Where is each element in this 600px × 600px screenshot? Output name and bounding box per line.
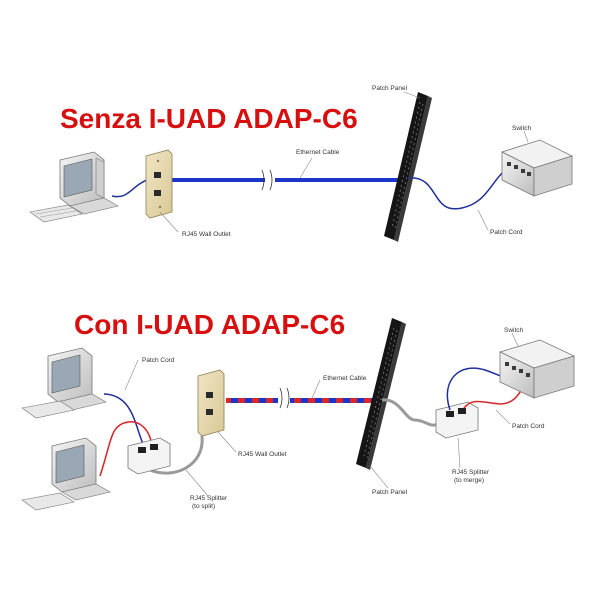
bottom-label-wall-outlet: RJ45 Wall Outlet bbox=[238, 451, 287, 458]
bottom-label-patch-cord-left: Patch Cord bbox=[142, 357, 175, 364]
top-label-wall-outlet: RJ45 Wall Outlet bbox=[182, 231, 231, 238]
bottom-section: Con I-UAD ADAP-C6 bbox=[21, 309, 576, 511]
bottom-label-splitter-left-note: (to split) bbox=[192, 503, 215, 510]
top-section: Senza I-UAD ADAP-C6 bbox=[29, 85, 574, 242]
bottom-computer-1-icon bbox=[21, 347, 107, 419]
bottom-label-splitter-left: RJ45 Splitter bbox=[190, 495, 228, 502]
top-switch-icon bbox=[500, 139, 574, 197]
bottom-label-switch: Switch bbox=[504, 327, 524, 334]
top-label-switch: Switch bbox=[512, 125, 532, 132]
top-label-patch-cord: Patch Cord bbox=[490, 229, 523, 236]
bottom-switch-icon bbox=[498, 339, 576, 399]
bottom-label-patch-panel: Patch Panel bbox=[372, 489, 408, 496]
bottom-label-splitter-right-note: (to merge) bbox=[454, 477, 484, 484]
top-wall-outlet-icon bbox=[145, 149, 173, 219]
bottom-label-ethernet-cable: Ethernet Cable bbox=[323, 375, 367, 382]
bottom-heading: Con I-UAD ADAP-C6 bbox=[74, 309, 345, 340]
bottom-right-splitter-icon bbox=[435, 401, 479, 439]
bottom-label-splitter-right: RJ45 Splitter bbox=[452, 469, 490, 476]
bottom-patch-panel-icon bbox=[356, 318, 406, 470]
bottom-label-patch-cord-right: Patch Cord bbox=[512, 423, 545, 430]
bottom-ethernet-cable bbox=[226, 398, 278, 403]
top-patch-cord bbox=[407, 171, 504, 210]
top-heading: Senza I-UAD ADAP-C6 bbox=[60, 103, 358, 134]
top-patch-panel-icon bbox=[384, 92, 432, 242]
top-computer-icon bbox=[29, 151, 119, 223]
bottom-cable-pc2 bbox=[99, 421, 153, 477]
top-label-ethernet-cable: Ethernet Cable bbox=[296, 149, 340, 156]
bottom-left-splitter-icon bbox=[127, 437, 171, 475]
bottom-computer-2-icon bbox=[21, 437, 111, 511]
top-label-patch-panel: Patch Panel bbox=[372, 85, 408, 92]
bottom-wall-outlet-icon bbox=[197, 369, 225, 437]
